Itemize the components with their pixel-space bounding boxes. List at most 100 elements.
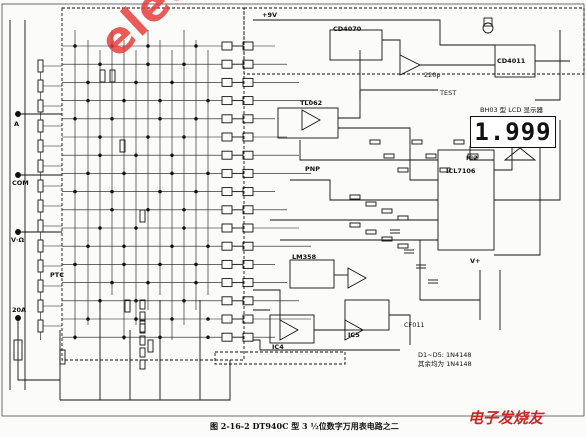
wire <box>535 30 561 101</box>
resistor <box>139 359 146 370</box>
resistor <box>349 194 361 200</box>
cap-label: 220p <box>424 71 441 79</box>
switch-pin <box>221 168 233 178</box>
junction <box>86 98 90 103</box>
wire <box>338 127 438 181</box>
terminal-com: COM <box>12 179 29 187</box>
junction <box>182 135 186 139</box>
switch-pin <box>221 259 233 269</box>
resistor <box>37 139 44 153</box>
junction <box>206 244 210 248</box>
junction <box>194 44 198 48</box>
switch-pin <box>242 241 254 251</box>
switch-pin <box>242 168 254 178</box>
junction <box>146 44 150 48</box>
resistor <box>37 279 44 293</box>
junction <box>182 299 186 303</box>
ptc-label: PTC <box>50 271 64 279</box>
resistor <box>119 139 126 153</box>
ic-label-ic2: IC2 <box>466 154 478 162</box>
switch-pin <box>221 187 233 197</box>
resistor <box>124 299 131 313</box>
junction <box>98 226 102 230</box>
switch-pin <box>221 296 233 306</box>
resistor <box>139 323 146 334</box>
terminal-v-ohm: V·Ω <box>11 236 25 244</box>
wire <box>338 89 438 119</box>
junction <box>158 189 162 194</box>
resistor <box>397 167 409 173</box>
resistor <box>397 215 409 221</box>
switch-pin <box>221 59 233 69</box>
wire <box>299 140 438 161</box>
shunt-resistor <box>13 339 23 361</box>
resistor <box>99 69 106 83</box>
switch-pin <box>242 332 254 342</box>
resistor <box>365 229 377 235</box>
resistor <box>37 219 44 233</box>
ic-label-tl062: TL062 <box>300 99 323 107</box>
junction <box>146 280 150 285</box>
junction <box>158 262 162 267</box>
test-label: TEST <box>440 89 457 97</box>
ic-label-icl7106: ICL7106 <box>446 167 476 175</box>
junction <box>170 153 174 157</box>
junction <box>170 171 174 176</box>
resistor <box>37 199 44 213</box>
switch-pin <box>242 132 254 142</box>
resistor <box>37 179 44 193</box>
switch-pin <box>242 314 254 324</box>
battery-label: +9V <box>262 11 277 19</box>
junction <box>86 171 90 176</box>
junction <box>73 335 77 339</box>
resistor <box>37 239 44 253</box>
terminal-20a: 20A <box>12 306 27 314</box>
wire <box>253 339 400 351</box>
switch-pin <box>242 150 254 160</box>
switch-pin <box>221 205 233 215</box>
wire <box>494 120 561 201</box>
junction <box>194 117 198 121</box>
resistor <box>139 209 146 223</box>
switch-pin <box>221 241 233 251</box>
junction <box>86 80 90 85</box>
resistor <box>109 69 116 83</box>
junction <box>86 317 90 321</box>
wire <box>382 39 401 55</box>
resistor <box>147 339 154 353</box>
switch-pin <box>221 314 233 324</box>
lcd-display: 1.999 <box>470 116 556 148</box>
resistor <box>349 222 361 228</box>
switch-pin <box>242 114 254 124</box>
junction <box>122 171 126 176</box>
junction <box>73 117 77 121</box>
lcd-caption: BH03 型 LCD 显示器 <box>480 106 543 114</box>
resistor <box>37 299 44 313</box>
junction <box>170 317 174 321</box>
junction <box>206 317 210 321</box>
junction <box>73 262 77 267</box>
wire <box>290 179 438 201</box>
junction <box>86 244 90 248</box>
junction <box>206 98 210 103</box>
junction <box>194 280 198 285</box>
switch-pin <box>221 332 233 342</box>
resistor <box>139 347 146 358</box>
figure-caption: 图 2-16-2 DT940C 型 3 ½位数字万用表电路之二 <box>210 421 399 431</box>
junction <box>73 44 77 48</box>
resistor <box>37 59 44 73</box>
switch-pin <box>221 223 233 233</box>
resistor <box>37 159 44 173</box>
resistor <box>365 201 377 207</box>
junction <box>110 44 114 48</box>
wire <box>253 19 495 46</box>
switch-pin <box>242 187 254 197</box>
resistor <box>37 99 44 113</box>
ic-label-cd4070: CD4070 <box>333 25 362 33</box>
junction <box>158 98 162 103</box>
junction <box>122 335 126 339</box>
junction <box>110 189 114 194</box>
corner-watermark: 电子发烧友 <box>468 409 544 427</box>
junction <box>170 244 174 248</box>
vref-label: V+ <box>470 257 481 265</box>
